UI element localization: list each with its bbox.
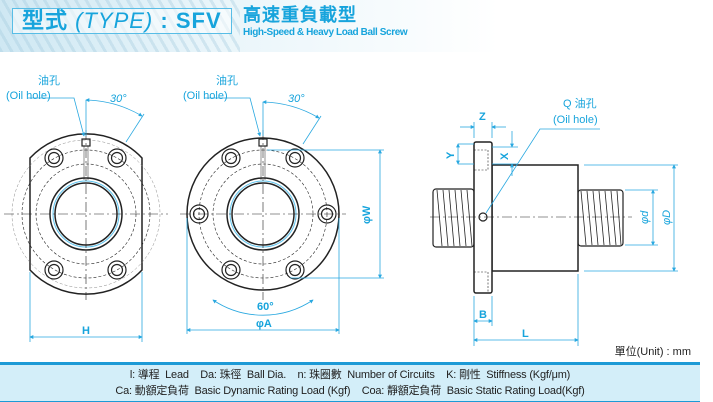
q-oil-hole-label-en: (Oil hole) bbox=[553, 114, 598, 126]
type-sep: : bbox=[153, 8, 176, 33]
dim-B-label: B bbox=[479, 309, 487, 321]
dim-X-label: X bbox=[499, 152, 511, 160]
dim-H-label: H bbox=[82, 325, 90, 337]
type-value: SFV bbox=[175, 8, 222, 33]
bolt-holes bbox=[44, 148, 127, 280]
angle-30-arc-right bbox=[262, 100, 320, 119]
legend-line-2: Ca: 動額定負荷 Basic Dynamic Rating Load (Kgf… bbox=[115, 385, 585, 397]
legend-band: l: 導程 Lead Da: 珠徑 Ball Dia. n: 珠圈數 Numbe… bbox=[0, 362, 700, 402]
legend-line-1: l: 導程 Lead Da: 珠徑 Ball Dia. n: 珠圈數 Numbe… bbox=[129, 369, 571, 381]
oil-hole-label-zh: 油孔 bbox=[216, 73, 238, 87]
q-oil-hole-label-zh: Q 油孔 bbox=[563, 96, 597, 110]
angle-30-arc-left bbox=[85, 98, 143, 117]
title-en: High-Speed & Heavy Load Ball Screw bbox=[243, 27, 408, 38]
flange bbox=[473, 141, 493, 294]
side-view bbox=[430, 141, 632, 294]
angle-60-label: 60° bbox=[257, 301, 274, 313]
dim-d-label: φd bbox=[639, 210, 651, 224]
oil-hole-label-en: (Oil hole) bbox=[6, 90, 51, 102]
unit-label: 單位(Unit) : mm bbox=[614, 346, 691, 358]
angle-30-label: 30° bbox=[110, 93, 127, 105]
oil-hole-label-zh: 油孔 bbox=[38, 73, 60, 87]
dim-A-label: φA bbox=[256, 318, 272, 330]
type-label: (TYPE) bbox=[75, 8, 154, 33]
front-view-round-flange bbox=[180, 130, 346, 300]
q-oil-hole-leader bbox=[485, 128, 600, 214]
oil-hole-leader-left bbox=[28, 97, 86, 137]
nut-body bbox=[491, 164, 579, 272]
dim-D-label: φD bbox=[661, 210, 673, 225]
angle-60-arc bbox=[212, 299, 314, 316]
screw-shaft-right bbox=[577, 189, 624, 247]
front-view-flat-flange bbox=[4, 130, 168, 300]
type-box bbox=[12, 8, 232, 34]
type-title: 型式 (TYPE) : SFV bbox=[22, 8, 222, 33]
type-prefix: 型式 bbox=[22, 8, 69, 33]
dim-L-label: L bbox=[522, 328, 529, 340]
oil-hole-label-en: (Oil hole) bbox=[183, 90, 228, 102]
dim-W-label: φW bbox=[361, 205, 373, 224]
dim-Y-label: Y bbox=[445, 151, 457, 159]
title-zh: 高速重負載型 bbox=[243, 5, 357, 25]
screw-shaft-left bbox=[432, 188, 475, 248]
dim-Z-label: Z bbox=[479, 111, 486, 123]
oil-hole-leader-right bbox=[205, 97, 262, 137]
angle-30-label: 30° bbox=[288, 93, 305, 105]
